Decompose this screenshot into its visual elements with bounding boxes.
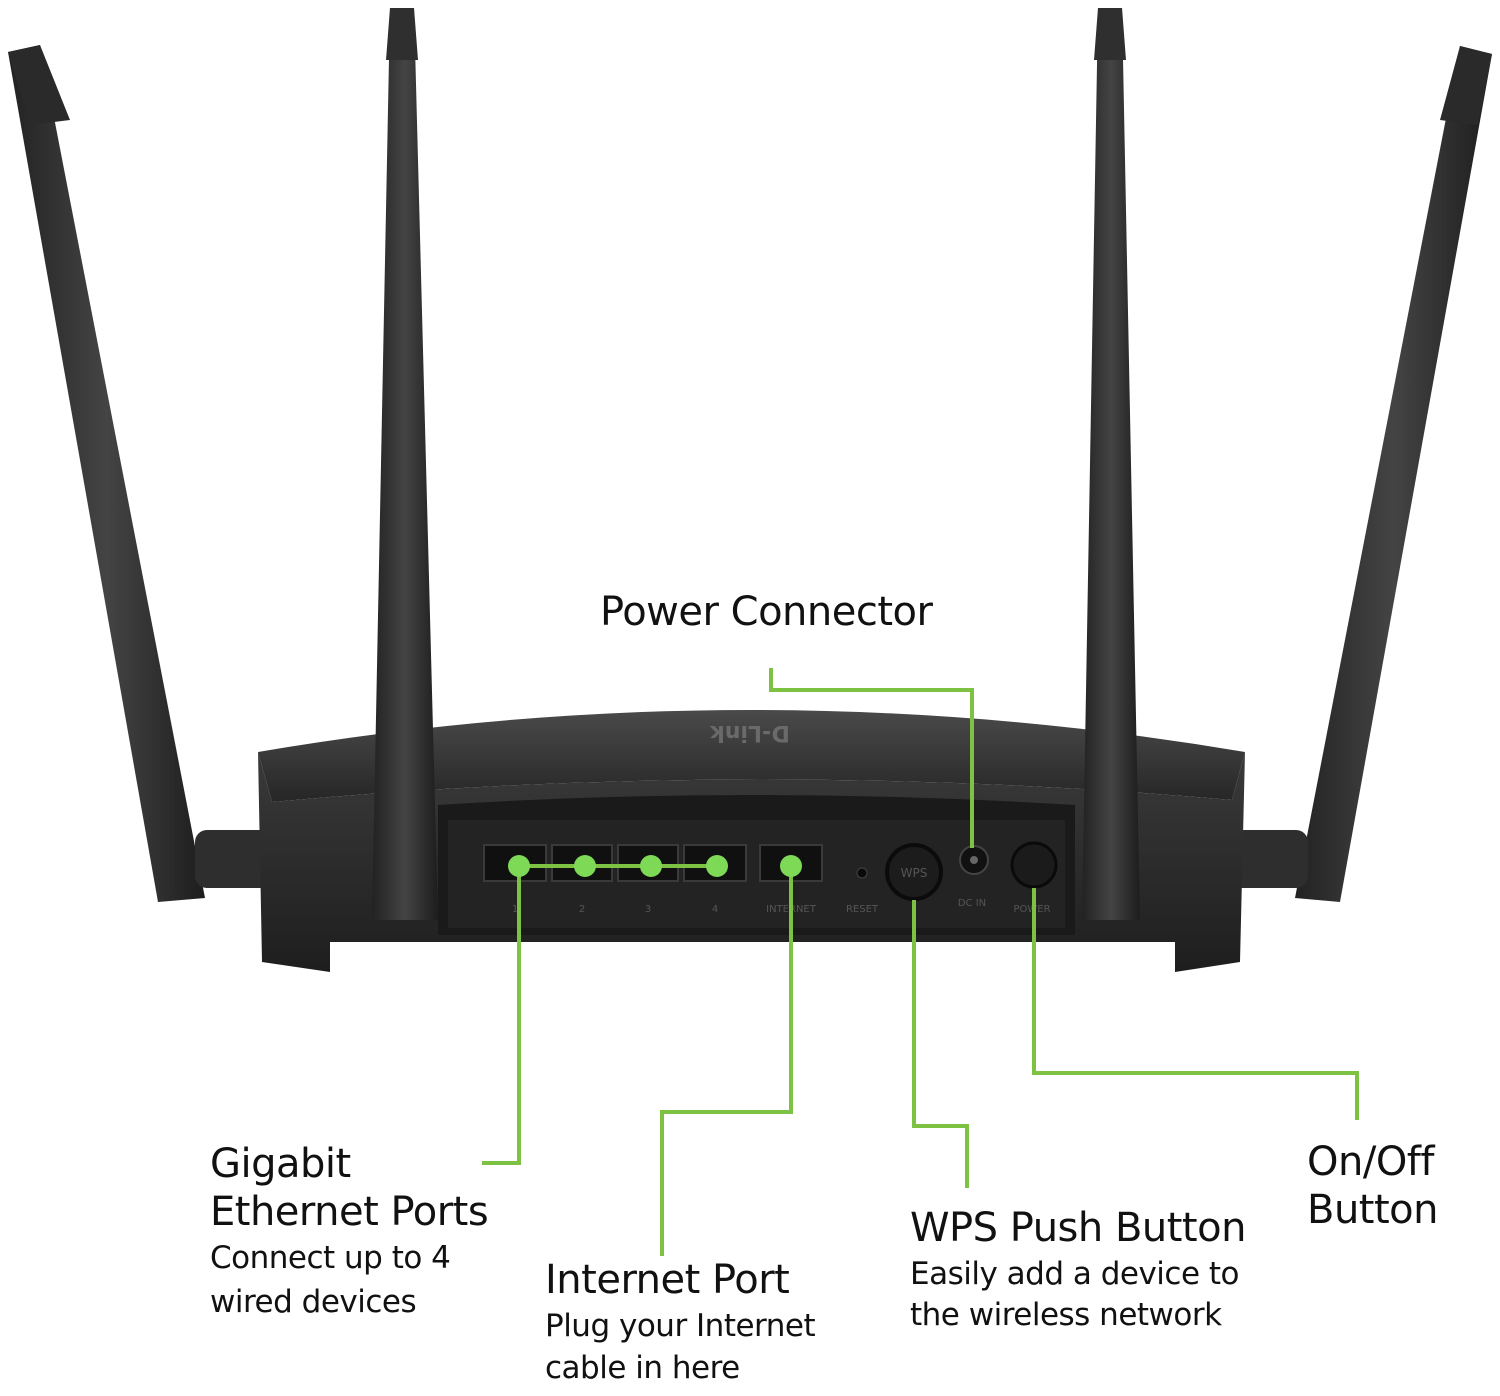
callout-onoff-title-1: On/Off [1307,1139,1434,1185]
panel-label-reset: RESET [846,904,879,915]
callout-ethernet: Gigabit Ethernet Ports Connect up to 4 w… [210,1140,489,1324]
brand-logo: D-Link [709,720,790,745]
wps-button-icon[interactable] [885,843,943,901]
antenna-far-left-tip [8,45,70,125]
antenna-inner-left-tip [386,8,418,60]
power-button-icon[interactable] [1010,841,1058,889]
callout-ethernet-desc-2: wired devices [210,1284,417,1320]
callout-wps: WPS Push Button Easily add a device to t… [910,1204,1246,1334]
callout-line-ethernet [482,866,521,1165]
router-top-cover [258,710,1245,802]
callout-line-wps [912,900,969,1188]
dc-jack-pin [970,856,978,864]
callout-internet-desc-1: Plug your Internet [545,1308,816,1344]
callout-line-onoff [1032,888,1359,1120]
callout-ethernet-title-2: Ethernet Ports [210,1189,489,1235]
lan-ports [483,844,747,882]
callout-wps-desc-1: Easily add a device to [910,1256,1240,1292]
antenna-far-left [8,45,205,902]
callout-lines [482,668,1359,1256]
callout-onoff: On/Off Button [1307,1138,1438,1234]
callout-ethernet-title-1: Gigabit [210,1141,351,1187]
callout-internet-title: Internet Port [545,1257,790,1303]
reset-pinhole[interactable] [856,867,868,879]
callout-ethernet-desc-1: Connect up to 4 [210,1240,451,1276]
panel-label-3: 3 [645,904,651,915]
antenna-inner-right [1082,8,1140,920]
dot-lan-2 [574,855,596,877]
panel-label-2: 2 [579,904,585,915]
dot-lan-4 [706,855,728,877]
callout-internet: Internet Port Plug your Internet cable i… [545,1256,816,1388]
callout-line-internet [660,866,793,1256]
panel-label-4: 4 [712,904,718,915]
dot-lan-1 [508,855,530,877]
port-dots [508,855,802,877]
panel-label-1: 1 [512,904,518,915]
callout-onoff-title-2: Button [1307,1187,1438,1233]
dot-internet [780,855,802,877]
callout-power: Power Connector [600,588,933,636]
callout-power-title: Power Connector [600,589,933,635]
antenna-far-right-tip [1440,46,1492,125]
hinge-right [1228,830,1308,888]
callout-internet-desc-2: cable in here [545,1350,740,1386]
antenna-inner-left [372,8,438,920]
antenna-inner-right-tip [1094,8,1126,60]
callout-wps-desc-2: the wireless network [910,1297,1222,1333]
panel-label-dcin: DC IN [958,898,986,909]
callout-line-power [769,668,974,848]
antenna-far-right [1295,46,1492,902]
hinge-left [195,830,275,888]
callout-wps-title: WPS Push Button [910,1205,1246,1251]
wps-button-text: WPS [901,866,928,880]
dot-lan-3 [640,855,662,877]
